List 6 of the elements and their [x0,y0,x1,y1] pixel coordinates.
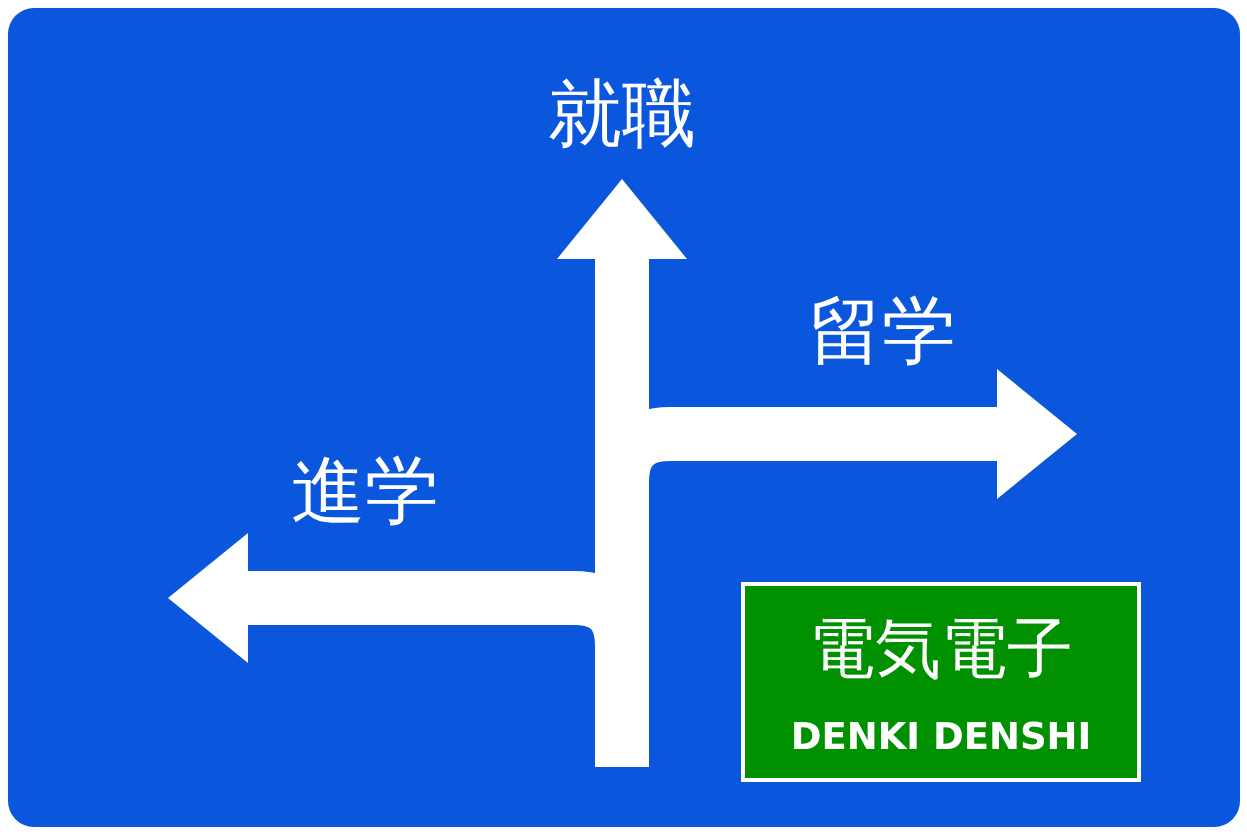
destination-label: 進学 [291,453,439,527]
panel-title: 電気電子 [808,616,1074,682]
destination-label: 就職 [548,76,696,150]
panel-subtitle: DENKI DENSHI [789,718,1093,755]
destination-label: 留学 [808,293,956,367]
name-panel [741,582,1141,782]
